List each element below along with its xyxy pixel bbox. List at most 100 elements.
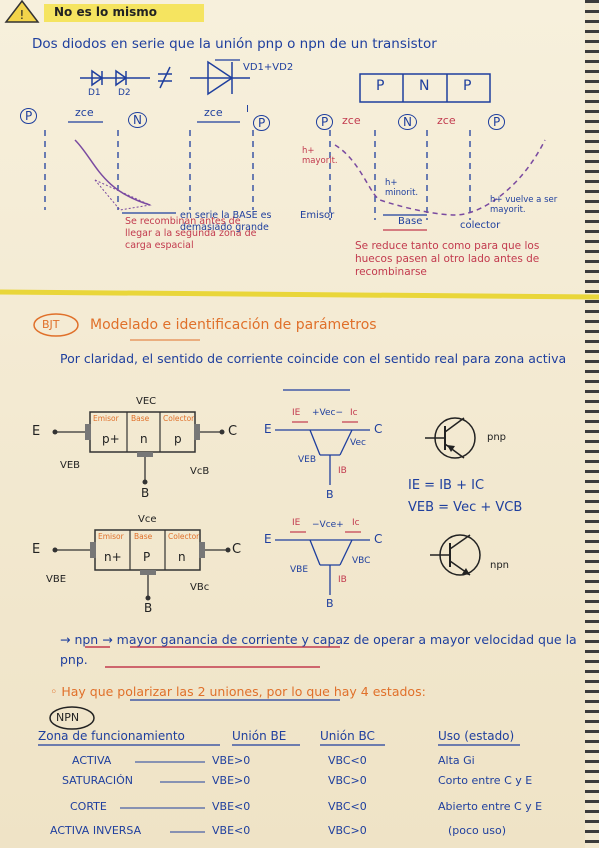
pnp-region-n: n <box>140 432 148 446</box>
npncur-vbc: VBC <box>352 556 371 566</box>
pnp-emisor-region: Emisor <box>93 414 119 423</box>
bjt-note: Por claridad, el sentido de corriente co… <box>60 351 567 366</box>
table-header-bc: Unión BC <box>320 729 375 743</box>
table-row-2-zona: SATURACIÓN <box>62 774 133 787</box>
polarizar-text: ◦ Hay que polarizar las 2 uniones, por l… <box>50 684 426 699</box>
npn-base-region: Base <box>134 532 153 541</box>
diode-d1-label: D1 <box>88 88 101 98</box>
pnp-b-terminal: B <box>141 486 150 500</box>
table-row-2-bc: VBC>0 <box>328 774 367 787</box>
pnpcur-e: E <box>264 422 272 436</box>
pnpcur-c: C <box>374 422 383 436</box>
npn-vbe-label: VBE <box>46 574 67 585</box>
npn-region-n2: n <box>178 550 186 564</box>
svg-text:!: ! <box>20 8 25 22</box>
diode-sum-label: VD1+VD2 <box>243 62 294 73</box>
pnp-colector-region: Colector <box>163 414 195 423</box>
table-row-2-uso: Corto entre C y E <box>438 774 533 787</box>
table-row-4-uso: (poco uso) <box>448 824 507 837</box>
bjt-tag: BJT <box>42 318 60 331</box>
spiral-binding <box>585 0 599 848</box>
pnp-vec-label: VEC <box>136 396 157 407</box>
left-note-recombine: Se recombinan antes de llegar a la segun… <box>125 216 257 251</box>
conclusion-text: → npn → mayor ganancia de corriente y ca… <box>60 632 577 667</box>
equation-ie: IE = IB + IC <box>408 478 485 493</box>
table-row-4-be: VBE<0 <box>212 824 251 837</box>
left-i-label: I <box>246 104 249 115</box>
pnp-c-terminal: C <box>228 424 238 439</box>
warning-icon <box>4 0 40 23</box>
npncur-vce: −Vce+ <box>312 520 344 530</box>
npn-region-n1: n+ <box>104 550 122 564</box>
table-row-3-zona: CORTE <box>70 800 107 813</box>
pnpcur-veb: VEB <box>298 455 317 465</box>
diode-d2-label: D2 <box>118 88 131 98</box>
left-p-label: P <box>20 108 38 124</box>
left-zce-label: zce <box>75 106 94 119</box>
right-h-minorit: h+ minorit. <box>385 178 419 198</box>
pnp-region-p1: p+ <box>102 432 120 446</box>
pnp-e-terminal: E <box>32 424 41 439</box>
npn-region-p: P <box>143 550 151 564</box>
right-emisor-label: Emisor <box>300 210 335 221</box>
right-colector-label: colector <box>460 220 501 231</box>
right-zce2-label: zce <box>437 114 456 127</box>
table-header-zona: Zona de funcionamiento <box>38 729 185 743</box>
pnp-box-n: N <box>419 78 430 94</box>
right-note: Se reduce tanto como para que los huecos… <box>355 240 540 278</box>
npncur-e: E <box>264 532 272 546</box>
table-header-be: Unión BE <box>232 729 287 743</box>
npn-type-label: npn <box>490 560 510 571</box>
npn-b-terminal: B <box>144 601 153 615</box>
right-p2-label: P <box>488 114 506 130</box>
pnpcur-vec: +Vec− <box>312 408 344 418</box>
pnpcur-vec2: Vec <box>350 438 366 448</box>
npn-vbc-label: VBc <box>190 582 210 593</box>
table-row-3-uso: Abierto entre C y E <box>438 800 543 813</box>
npncur-c: C <box>374 532 383 546</box>
right-h-mayorit: h+ mayorit. <box>302 146 338 166</box>
table-header-uso: Uso (estado) <box>438 729 515 743</box>
warning-title: No es lo mismo <box>54 5 157 19</box>
equation-veb: VEB = Vec + VCB <box>408 500 523 515</box>
table-row-2-be: VBE>0 <box>212 774 251 787</box>
pnp-veb-label: VEB <box>60 460 81 471</box>
npn-c-terminal: C <box>232 542 242 557</box>
npncur-ib: IB <box>338 575 347 585</box>
npn-colector-region: Colector <box>168 532 200 541</box>
pnpcur-ib: IB <box>338 466 347 476</box>
table-row-1-uso: Alta Gi <box>438 754 475 767</box>
table-row-1-zona: ACTIVA <box>72 754 112 767</box>
table-row-1-be: VBE>0 <box>212 754 251 767</box>
npncur-vbe: VBE <box>290 565 309 575</box>
table-row-3-bc: VBC<0 <box>328 800 367 813</box>
npncur-b: B <box>326 597 334 610</box>
right-n-label: N <box>398 114 417 130</box>
npncur-ie: IE <box>292 518 301 528</box>
npn-e-terminal: E <box>32 542 41 557</box>
right-zce1-label: zce <box>342 114 361 127</box>
pnpcur-b: B <box>326 488 334 501</box>
left-zce2-label: zce <box>204 106 223 119</box>
npn-vce-label: Vce <box>138 514 157 525</box>
pnp-base-region: Base <box>131 414 150 423</box>
npn-emisor-region: Emisor <box>98 532 124 541</box>
pnp-type-label: pnp <box>487 432 507 443</box>
table-row-4-zona: ACTIVA INVERSA <box>50 824 142 837</box>
pnp-box-p2: P <box>463 78 472 94</box>
table-row-1-bc: VBC<0 <box>328 754 367 767</box>
right-p-label: P <box>316 114 334 130</box>
intro-text: Dos diodos en serie que la unión pnp o n… <box>32 36 437 52</box>
table-row-3-be: VBE<0 <box>212 800 251 813</box>
bjt-title: Modelado e identificación de parámetros <box>90 317 377 333</box>
npncur-ic: Ic <box>352 518 360 528</box>
pnp-region-p2: p <box>174 432 182 446</box>
pnpcur-ie: IE <box>292 408 301 418</box>
pnp-vcb-label: VcB <box>190 466 210 477</box>
left-n-label: N <box>128 112 147 128</box>
right-h-vuelve: h+ vuelve a ser mayorit. <box>490 195 558 215</box>
right-base-label: Base <box>398 216 423 227</box>
table-row-4-bc: VBC>0 <box>328 824 367 837</box>
